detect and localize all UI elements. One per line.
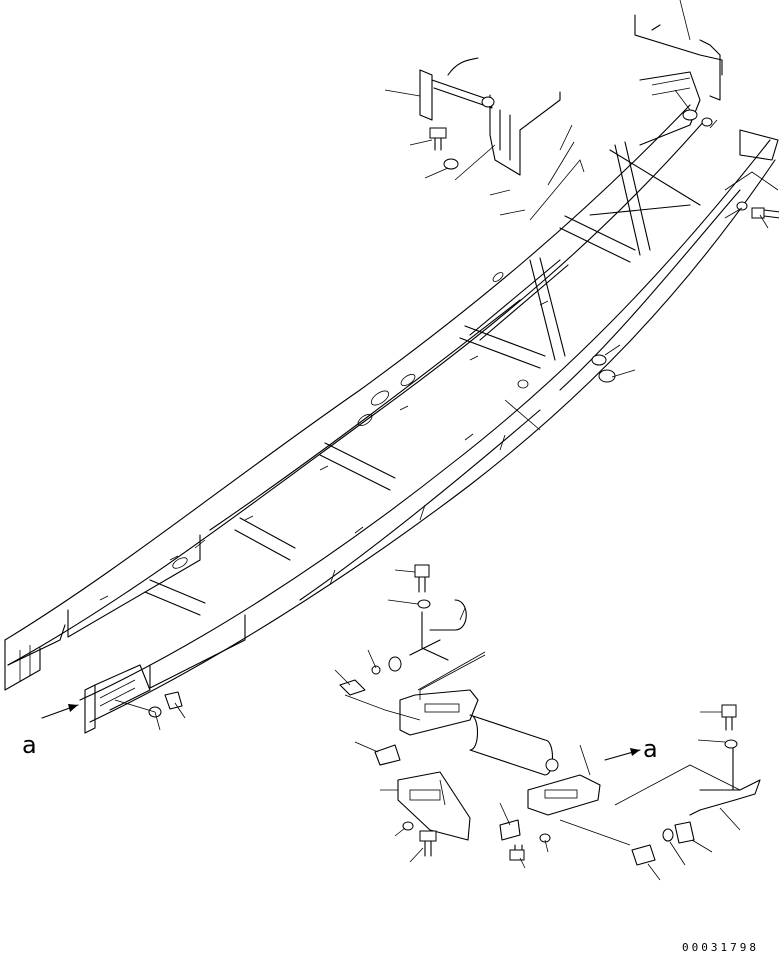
leader-lines-top bbox=[384, 0, 779, 431]
drawing-number: 00031798 bbox=[682, 941, 759, 954]
view-mark-right: a bbox=[643, 735, 658, 763]
front-bracket-left bbox=[41, 664, 186, 734]
middle-hardware bbox=[334, 564, 559, 863]
rear-bracket-left bbox=[419, 57, 561, 176]
main-frame bbox=[4, 104, 776, 723]
hardware-top bbox=[429, 109, 779, 383]
rear-bracket-right bbox=[634, 14, 779, 161]
front-bracket-right bbox=[499, 704, 761, 881]
view-mark-left: a bbox=[22, 731, 37, 759]
